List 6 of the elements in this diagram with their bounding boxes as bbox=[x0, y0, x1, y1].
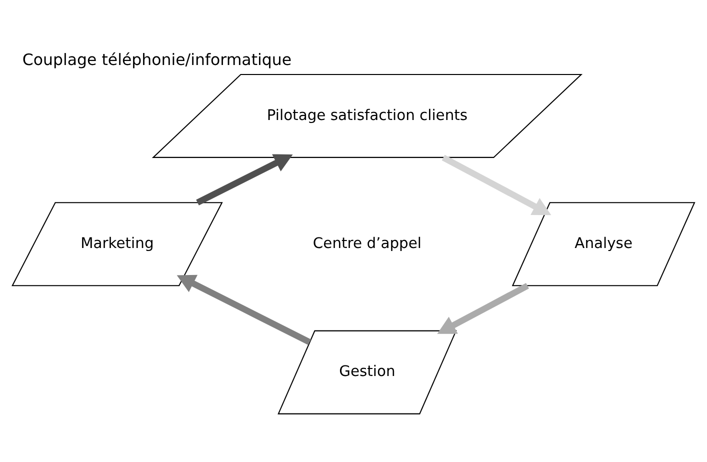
arrow bbox=[176, 274, 312, 346]
label: Centre d’appel bbox=[312, 235, 422, 252]
arrow bbox=[442, 154, 552, 216]
arrow bbox=[437, 282, 529, 334]
arrow bbox=[196, 154, 293, 206]
diagram-title: Couplage téléphonie/informatique bbox=[22, 50, 292, 70]
